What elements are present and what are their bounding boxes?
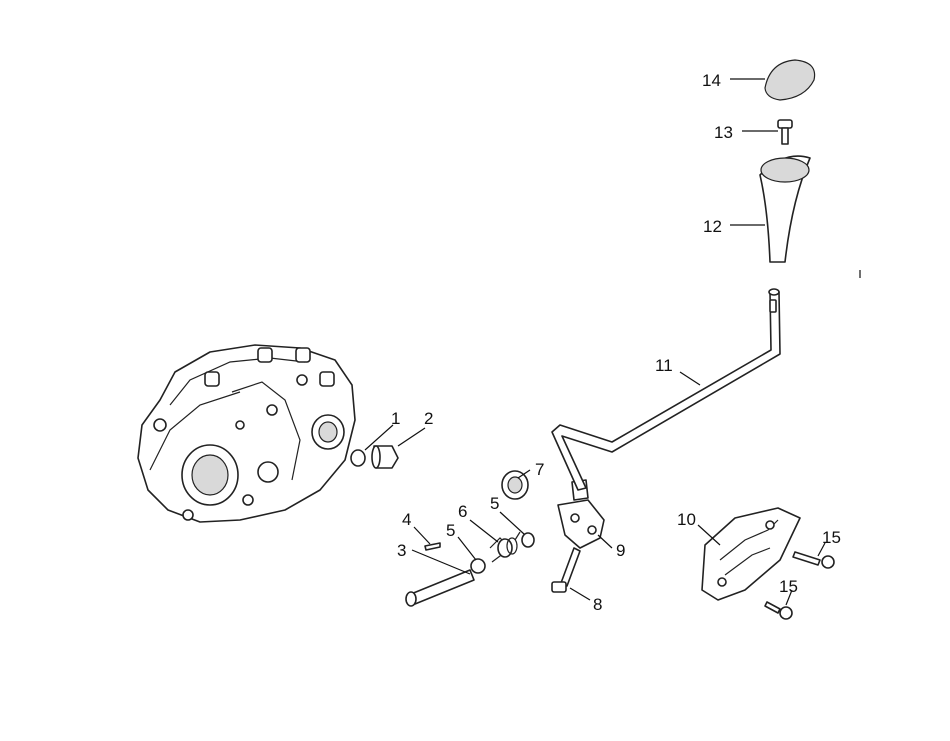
part-1-oring <box>350 449 366 467</box>
callout-15b: 15 <box>779 577 798 596</box>
callout-13: 13 <box>714 123 733 142</box>
callouts: 1 2 3 4 5 5 6 7 8 9 10 11 12 13 14 15 15 <box>391 71 841 614</box>
leader-lines <box>364 78 826 606</box>
part-12-grip <box>759 155 811 263</box>
part-11-shift-lever <box>551 288 781 491</box>
callout-11: 11 <box>655 356 673 375</box>
part-5-washer-b <box>521 532 535 548</box>
callout-2: 2 <box>424 409 433 428</box>
part-5-washer-a <box>470 558 486 574</box>
callout-6: 6 <box>458 502 467 521</box>
part-15-bolt-a <box>792 551 835 569</box>
callout-3: 3 <box>397 541 406 560</box>
callout-5a: 5 <box>446 521 455 540</box>
part-7-bushing <box>501 470 529 500</box>
callout-10: 10 <box>677 510 696 529</box>
part-14-knob-cap <box>764 59 816 101</box>
part-9-bracket <box>557 479 605 549</box>
callout-12: 12 <box>703 217 722 236</box>
part-3-pin <box>405 569 475 607</box>
callout-1: 1 <box>391 409 400 428</box>
part-8-bolt <box>551 547 581 593</box>
callout-7: 7 <box>535 460 544 479</box>
part-13-screw <box>777 119 793 145</box>
callout-5b: 5 <box>490 494 499 513</box>
callout-9: 9 <box>616 541 625 560</box>
part-10-gate-plate <box>701 507 801 601</box>
part-15-bolt-b <box>764 601 793 620</box>
callout-8: 8 <box>593 595 602 614</box>
part-6-spring <box>489 531 521 563</box>
part-4-cotter-pin <box>424 542 441 551</box>
callout-14: 14 <box>702 71 721 90</box>
callout-15a: 15 <box>822 528 841 547</box>
callout-4: 4 <box>402 510 411 529</box>
gearbox-cover <box>137 344 356 523</box>
